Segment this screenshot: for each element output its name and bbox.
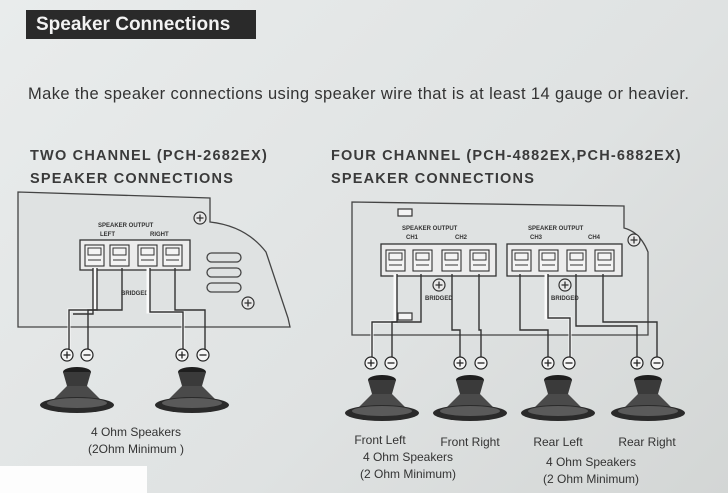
positive-terminal-icon xyxy=(453,356,467,370)
terminal-slot xyxy=(109,244,130,267)
ch4-label: CH4 xyxy=(588,235,601,241)
screw-icon xyxy=(432,278,446,292)
vent-slot xyxy=(206,282,242,293)
rear-right-label: Rear Right xyxy=(618,435,676,449)
rear-caption-line1: 4 Ohm Speakers xyxy=(545,455,637,469)
two-channel-heading: TWO CHANNEL (PCH-2682EX) SPEAKER CONNECT… xyxy=(30,145,268,191)
terminal-slot xyxy=(412,249,433,272)
ch1-label: CH1 xyxy=(406,235,419,241)
positive-terminal-icon xyxy=(630,356,644,370)
ch3-label: CH3 xyxy=(530,235,543,241)
vent-slot xyxy=(206,267,242,278)
four-channel-heading: FOUR CHANNEL (PCH-4882EX,PCH-6882EX) SPE… xyxy=(331,145,682,191)
negative-terminal-icon xyxy=(196,348,210,362)
two-ch-caption-line1: 4 Ohm Speakers xyxy=(90,425,182,439)
four-channel-diagram: SPEAKER OUTPUT SPEAKER OUTPUT CH1 CH2 CH… xyxy=(345,201,685,421)
terminal-slot xyxy=(441,249,462,272)
screw-icon xyxy=(241,296,255,310)
front-left-label: Front Left xyxy=(354,433,406,447)
front-caption-line1: 4 Ohm Speakers xyxy=(362,450,454,464)
negative-terminal-icon xyxy=(562,356,576,370)
screw-icon xyxy=(558,278,572,292)
indicator-led xyxy=(397,208,413,217)
screw-icon xyxy=(627,233,641,247)
speaker-icon xyxy=(521,375,595,421)
four-ch-output-label-b: SPEAKER OUTPUT xyxy=(528,226,584,232)
vent-slot xyxy=(206,252,242,263)
intro-text: Make the speaker connections using speak… xyxy=(28,85,690,103)
four-channel-heading-line1: FOUR CHANNEL (PCH-4882EX,PCH-6882EX) xyxy=(331,148,682,164)
negative-terminal-icon xyxy=(650,356,664,370)
rear-caption: 4 Ohm Speakers (2 Ohm Minimum) xyxy=(530,454,652,488)
two-ch-bridged-label: BRIDGED xyxy=(121,291,149,297)
screw-icon xyxy=(193,211,207,225)
four-ch-output-label-a: SPEAKER OUTPUT xyxy=(402,226,458,232)
white-patch xyxy=(0,466,147,493)
terminal-slot xyxy=(162,244,183,267)
terminal-slot xyxy=(137,244,158,267)
positive-terminal-icon xyxy=(175,348,189,362)
indicator-led xyxy=(397,312,413,321)
two-channel-diagram: SPEAKER OUTPUT LEFT RIGHT BRIDGED xyxy=(17,191,291,413)
four-channel-heading-line2: SPEAKER CONNECTIONS xyxy=(331,171,536,187)
rear-left-label: Rear Left xyxy=(533,435,583,449)
speaker-icon xyxy=(345,375,419,421)
terminal-slot xyxy=(469,249,490,272)
terminal-slot xyxy=(538,249,559,272)
two-channel-heading-line1: TWO CHANNEL (PCH-2682EX) xyxy=(30,148,269,164)
two-ch-right-label: RIGHT xyxy=(150,232,169,238)
four-ch-bridged-label-a: BRIDGED xyxy=(425,296,453,302)
speaker-icon xyxy=(433,375,507,421)
terminal-slot xyxy=(84,244,105,267)
negative-terminal-icon xyxy=(384,356,398,370)
speaker-icon xyxy=(155,367,229,413)
speaker-icon xyxy=(40,367,114,413)
terminal-slot xyxy=(566,249,587,272)
front-caption: 4 Ohm Speakers (2 Ohm Minimum) xyxy=(352,449,464,483)
positive-terminal-icon xyxy=(60,348,74,362)
speaker-icon xyxy=(611,375,685,421)
two-ch-left-label: LEFT xyxy=(100,232,115,238)
two-ch-output-label: SPEAKER OUTPUT xyxy=(98,223,154,229)
terminal-slot xyxy=(385,249,406,272)
front-caption-line2: (2 Ohm Minimum) xyxy=(359,467,456,481)
four-ch-bridged-label-b: BRIDGED xyxy=(551,296,579,302)
rear-caption-line2: (2 Ohm Minimum) xyxy=(542,472,639,486)
ch2-label: CH2 xyxy=(455,235,468,241)
terminal-slot xyxy=(511,249,532,272)
negative-terminal-icon xyxy=(474,356,488,370)
terminal-slot xyxy=(594,249,615,272)
positive-terminal-icon xyxy=(364,356,378,370)
two-ch-caption-line2: (2Ohm Minimum ) xyxy=(87,442,184,456)
negative-terminal-icon xyxy=(80,348,94,362)
positive-terminal-icon xyxy=(541,356,555,370)
page-title: Speaker Connections xyxy=(26,10,256,39)
two-ch-caption: 4 Ohm Speakers (2Ohm Minimum ) xyxy=(66,424,206,458)
two-channel-heading-line2: SPEAKER CONNECTIONS xyxy=(30,171,235,187)
front-right-label: Front Right xyxy=(440,435,500,449)
